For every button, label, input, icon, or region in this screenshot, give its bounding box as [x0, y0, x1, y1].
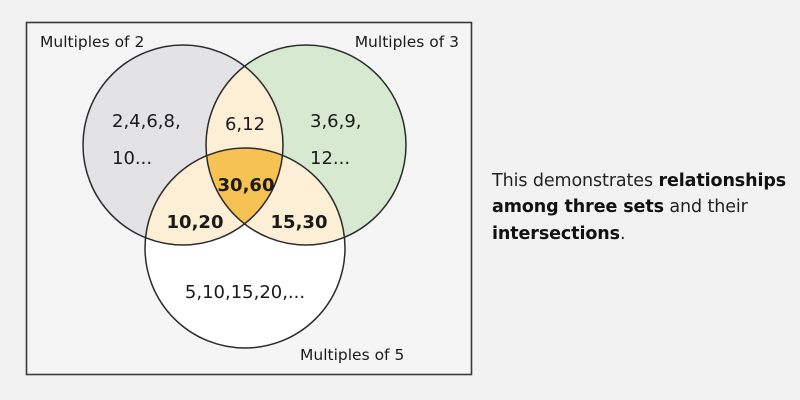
- region-label-multiples-of-2-line1: 2,4,6,8,: [112, 111, 181, 132]
- caption-middle: and their: [663, 197, 748, 218]
- set-label-multiples-of-5: Multiples of 5: [300, 346, 404, 364]
- caption-bold-intersections: intersections: [492, 223, 620, 244]
- circle-outline-multiples-of-5: [144, 147, 346, 349]
- circle-outline-multiples-of-3: [205, 44, 407, 246]
- caption-text: This demonstrates relationships among th…: [492, 168, 792, 248]
- caption-panel: This demonstrates relationships among th…: [492, 150, 792, 265]
- region-label-multiples-of-3-line2: 12...: [310, 148, 350, 169]
- region-label-triple-intersection: 30,60: [218, 175, 275, 196]
- region-label-two-and-five: 10,20: [167, 212, 224, 233]
- intersection-two-and-five-fill: [145, 148, 283, 245]
- circle-outline-multiples-of-2: [82, 44, 284, 246]
- venn-diagram-panel: Multiples of 2 Multiples of 3 Multiples …: [25, 21, 473, 376]
- caption-lead: This demonstrates: [492, 170, 659, 191]
- caption-tail: .: [619, 223, 626, 244]
- region-label-three-and-five: 15,30: [271, 212, 328, 233]
- caption-bold-sets: relationships among three sets: [492, 170, 787, 218]
- set-label-multiples-of-3: Multiples of 3: [355, 33, 459, 51]
- region-label-multiples-of-5: 5,10,15,20,...: [185, 282, 305, 303]
- set-label-multiples-of-2: Multiples of 2: [40, 33, 144, 51]
- venn-diagram-svg: Multiples of 2 Multiples of 3 Multiples …: [25, 21, 473, 376]
- region-label-two-and-three: 6,12: [225, 114, 265, 135]
- region-label-multiples-of-3-line1: 3,6,9,: [310, 111, 362, 132]
- region-label-multiples-of-2-line2: 10...: [112, 148, 152, 169]
- intersection-three-and-five-fill: [206, 148, 345, 245]
